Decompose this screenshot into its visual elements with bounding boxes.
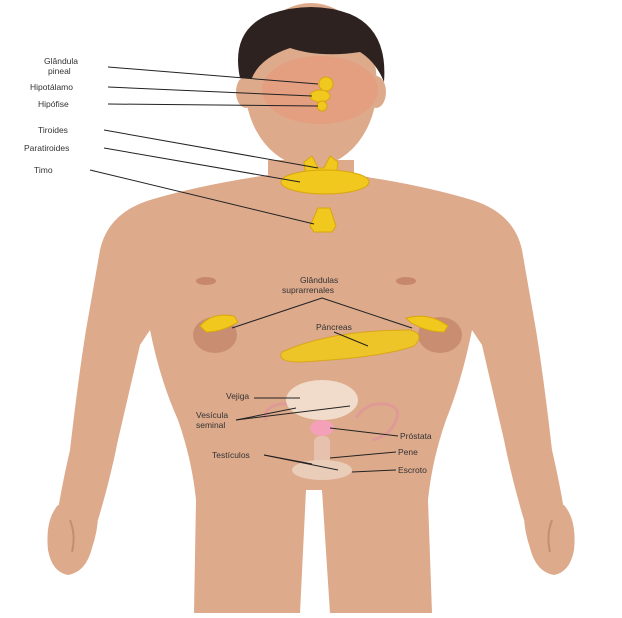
- label-suprarrenales-2: suprarrenales: [282, 285, 334, 295]
- label-hipotalamo: Hipotálamo: [30, 82, 73, 92]
- hypothalamus-gland: [310, 90, 330, 102]
- parathyroid-gland: [281, 170, 369, 194]
- ear-left: [236, 76, 256, 108]
- label-pineal-1: Glândula: [44, 56, 78, 66]
- label-pancreas: Páncreas: [316, 322, 352, 332]
- nipple-left: [196, 277, 216, 285]
- pituitary-gland: [317, 101, 327, 111]
- label-prostata: Próstata: [400, 431, 432, 441]
- label-testiculos: Testículos: [212, 450, 250, 460]
- label-escroto: Escroto: [398, 465, 427, 475]
- label-hipofise: Hipófise: [38, 99, 69, 109]
- label-pene: Pene: [398, 447, 418, 457]
- label-suprarrenales-1: Glândulas: [300, 275, 338, 285]
- label-vesicula-1: Vesícula: [196, 410, 228, 420]
- label-timo: Timo: [34, 165, 53, 175]
- label-tiroides: Tiroides: [38, 125, 68, 135]
- bladder: [286, 380, 358, 420]
- label-pineal-2: pineal: [48, 66, 71, 76]
- label-vesicula-2: seminal: [196, 420, 225, 430]
- pineal-gland: [319, 77, 333, 91]
- label-vejiga: Vejiga: [226, 391, 249, 401]
- nipple-right: [396, 277, 416, 285]
- label-paratiroides: Paratiroides: [24, 143, 69, 153]
